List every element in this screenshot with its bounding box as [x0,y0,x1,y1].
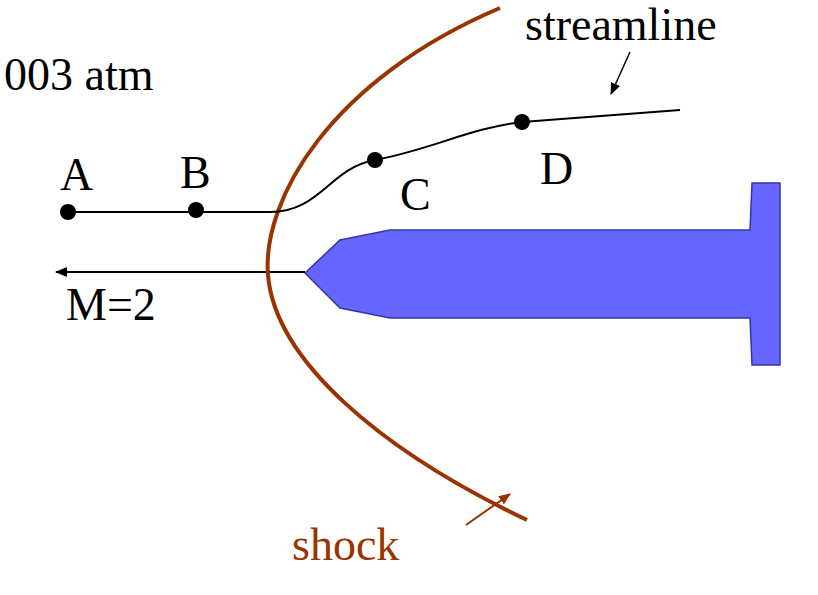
mach-label: M=2 [66,282,156,328]
point-label: D [540,146,573,192]
shock-label: shock [292,522,399,568]
leader-line [611,52,630,94]
rocket-body [305,183,780,365]
point-dot [367,152,383,168]
shock-curve [268,8,527,520]
pressure-note: 003 atm [4,52,153,98]
streamline-curve [68,110,680,212]
point-label: A [60,152,93,198]
streamline-label: streamline [525,2,717,48]
point-dot [60,204,76,220]
leader-line [466,494,510,525]
point-dot [188,202,204,218]
point-label: C [400,172,431,218]
point-label: B [180,150,211,196]
point-dot [514,114,530,130]
